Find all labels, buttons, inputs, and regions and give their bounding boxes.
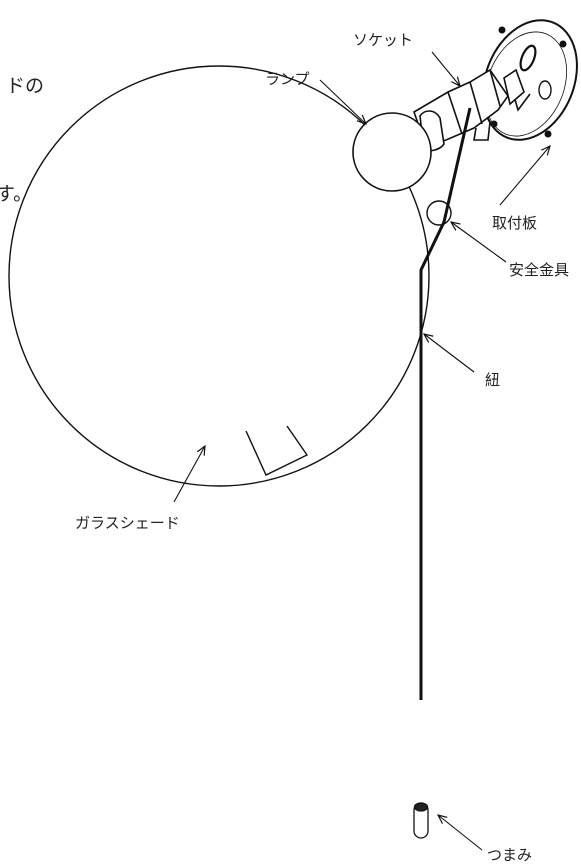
mounting-screw-top xyxy=(498,26,506,34)
leader-safety-fitting xyxy=(451,222,507,263)
mounting-screw-left xyxy=(490,120,498,128)
text-fragment-top: ドの xyxy=(6,75,44,97)
socket-ring-2 xyxy=(469,81,483,125)
label-lamp: ランプ xyxy=(265,70,310,88)
lamp-bulb xyxy=(352,110,445,192)
mounting-screw-right xyxy=(559,40,567,48)
label-cord: 紐 xyxy=(485,371,500,389)
socket-ring-3 xyxy=(489,69,501,107)
mounting-plate-disc xyxy=(482,19,578,141)
knob-top xyxy=(413,802,429,812)
leader-lines xyxy=(173,51,550,851)
leader-socket xyxy=(431,51,460,86)
lamp-bulb-glass xyxy=(352,112,432,192)
glass-shade xyxy=(8,65,430,487)
leader-glass-shade xyxy=(173,446,205,503)
knob xyxy=(413,802,429,839)
socket-switch xyxy=(473,121,491,141)
mounting-plate-hole xyxy=(538,80,552,100)
label-knob: つまみ xyxy=(487,846,532,864)
leader-mounting-plate xyxy=(499,146,550,206)
mounting-hook xyxy=(519,44,537,72)
glass-shade-globe xyxy=(8,65,430,487)
pull-cord xyxy=(419,107,472,700)
label-socket: ソケット xyxy=(353,31,413,49)
glass-shade-neck xyxy=(245,425,309,476)
label-mounting-plate: 取付板 xyxy=(492,214,537,232)
label-glass-shade: ガラスシェード xyxy=(75,514,180,532)
mounting-plate xyxy=(482,19,578,141)
leader-cord xyxy=(424,334,475,373)
leader-knob xyxy=(438,815,483,851)
socket-collar xyxy=(503,68,525,106)
label-safety-fitting: 安全金具 xyxy=(509,261,569,279)
socket-ring-1 xyxy=(447,91,463,135)
leader-lamp xyxy=(319,79,366,124)
mounting-screw-bottom xyxy=(544,130,552,138)
